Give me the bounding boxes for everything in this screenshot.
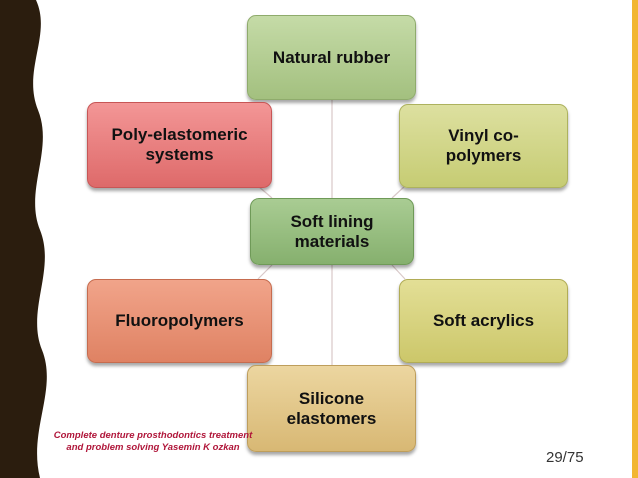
page-number: 29/75 xyxy=(546,449,584,466)
right-accent-bar xyxy=(632,0,638,478)
connector-line xyxy=(257,185,273,199)
connector-line xyxy=(391,264,406,280)
node-soft-acrylics: Soft acrylics xyxy=(399,279,568,363)
node-label: Fluoropolymers xyxy=(115,311,244,330)
center-label: Soft lining materials xyxy=(290,211,374,251)
node-label: Vinyl co-polymers xyxy=(445,126,522,165)
connector-line xyxy=(257,264,273,280)
node-natural-rubber: Natural rubber xyxy=(247,15,416,100)
connector-line xyxy=(391,185,406,199)
node-label: Natural rubber xyxy=(272,47,391,67)
node-label: Silicone elastomers xyxy=(286,388,377,428)
node-poly-elastomeric: Poly-elastomeric systems xyxy=(87,102,272,188)
source-citation: Complete denture prosthodontics treatmen… xyxy=(53,430,253,453)
node-label: Poly-elastomeric systems xyxy=(111,125,248,164)
node-soft-lining-materials: Soft lining materials xyxy=(250,198,414,265)
left-decorative-band xyxy=(0,0,47,478)
node-silicone-elastomers: Silicone elastomers xyxy=(247,365,416,452)
node-label: Soft acrylics xyxy=(432,311,535,330)
node-fluoropolymers: Fluoropolymers xyxy=(87,279,272,363)
node-vinyl-copolymers: Vinyl co-polymers xyxy=(399,104,568,188)
